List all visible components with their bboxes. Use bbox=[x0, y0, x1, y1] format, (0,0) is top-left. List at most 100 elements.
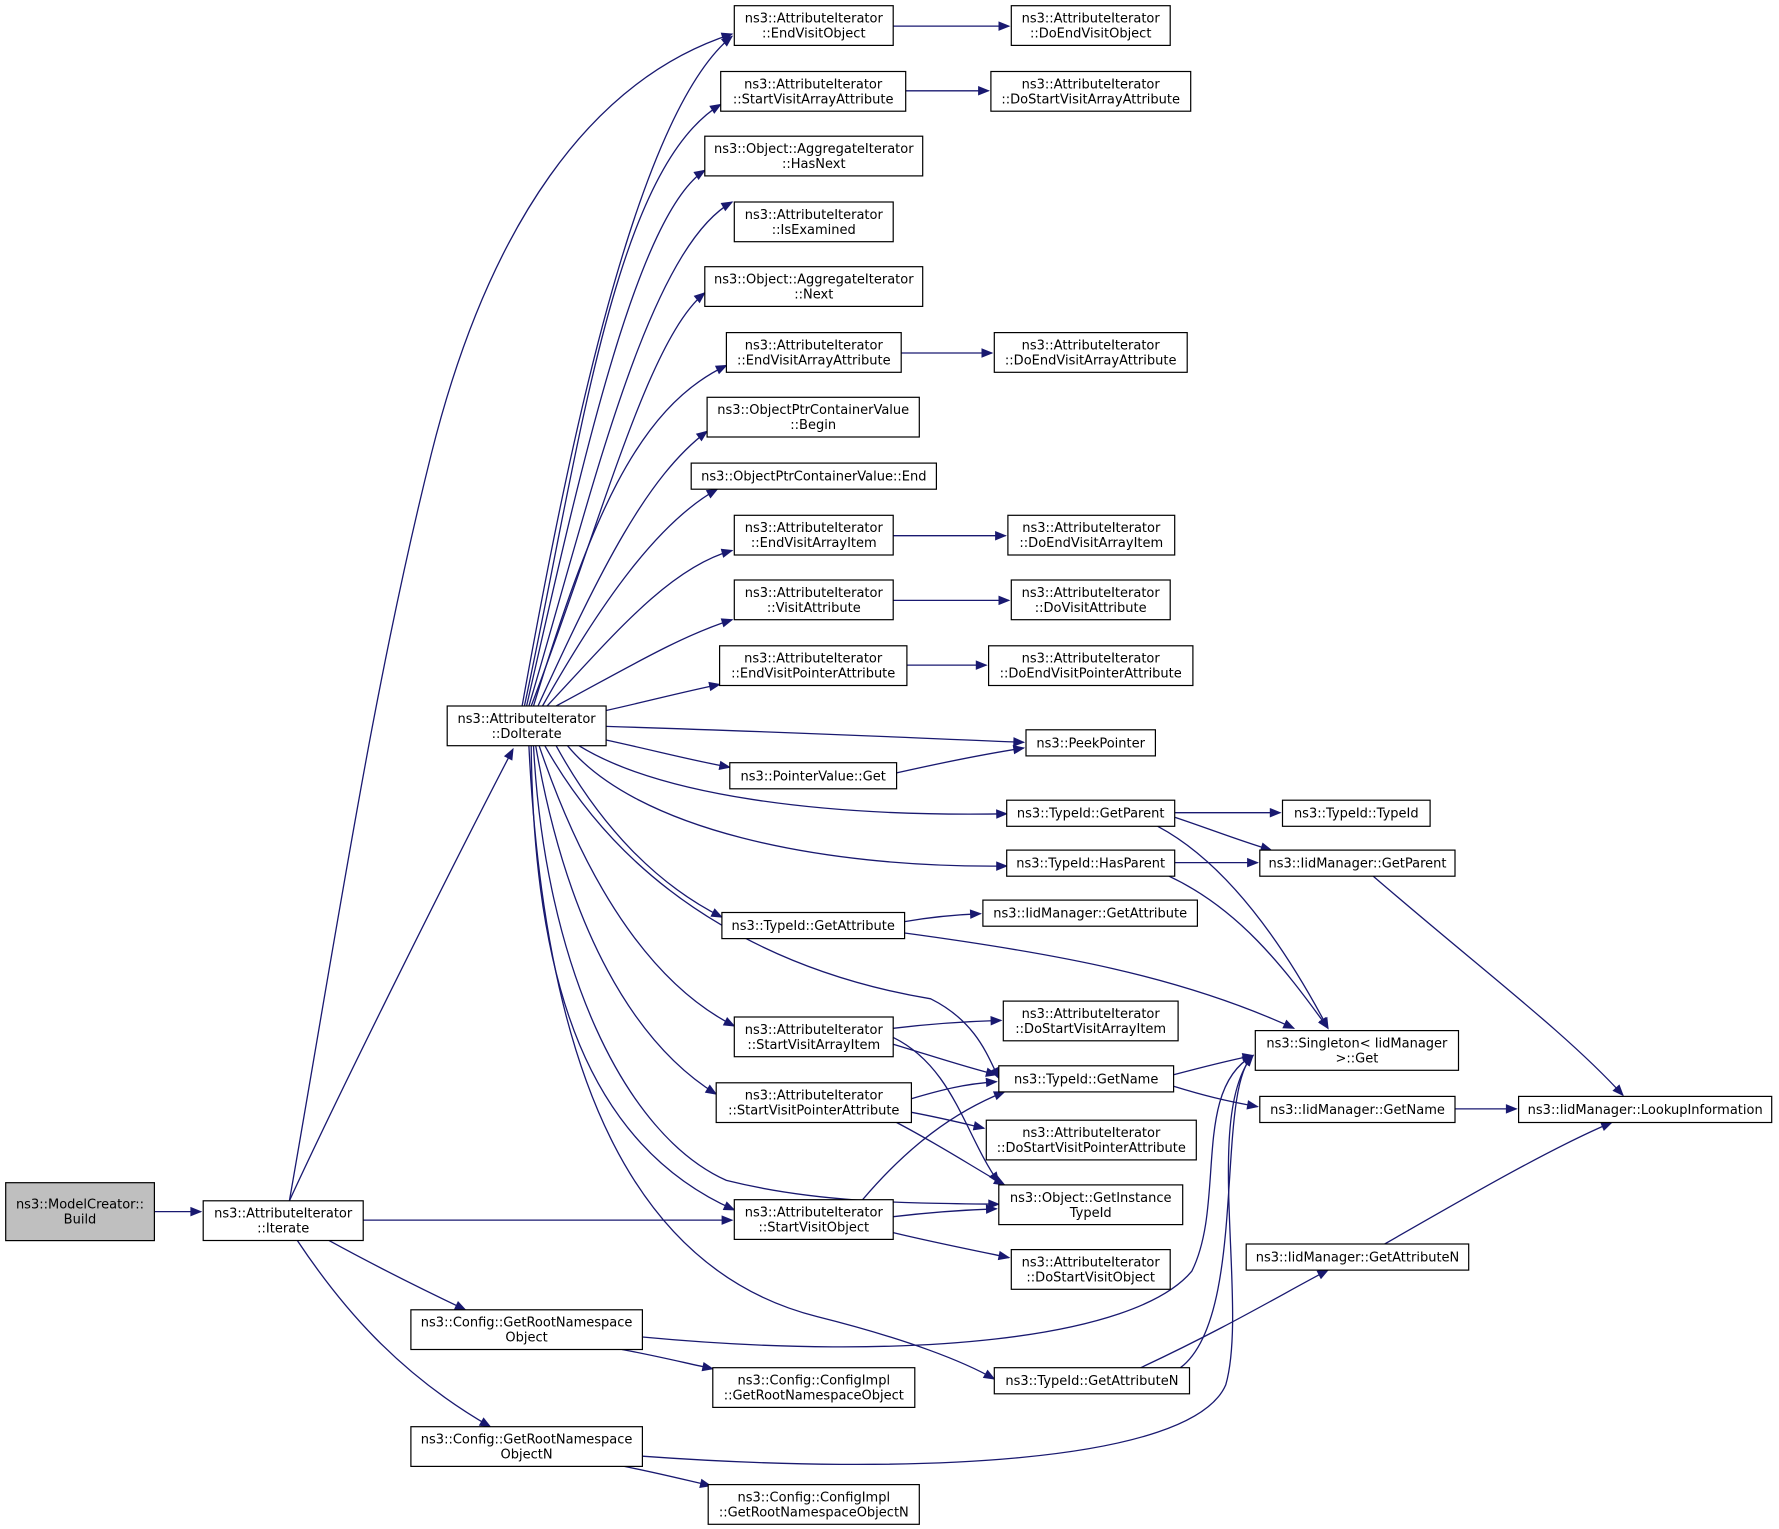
edge-line bbox=[1168, 875, 1329, 1029]
node-doiterate[interactable]: ns3::AttributeIterator::DoIterate bbox=[446, 705, 607, 747]
node-ti_getparent[interactable]: ns3::TypeId::GetParent bbox=[1006, 799, 1176, 827]
node-label-line: ::GetRootNamespaceObject bbox=[724, 1389, 904, 1404]
arrowhead-icon bbox=[709, 103, 722, 114]
edge-line bbox=[528, 745, 995, 1380]
node-ti_hasparent[interactable]: ns3::TypeId::HasParent bbox=[1006, 849, 1176, 877]
node-box bbox=[704, 266, 924, 308]
node-label-line: ns3::AttributeIterator bbox=[1022, 521, 1161, 536]
node-evaa[interactable]: ns3::AttributeIterator::EndVisitArrayAtt… bbox=[725, 332, 902, 373]
node-iid_getattrn[interactable]: ns3::IidManager::GetAttributeN bbox=[1245, 1243, 1470, 1271]
edge-iid_getparent-to-iid_lookup bbox=[1372, 875, 1624, 1097]
node-box bbox=[1254, 1029, 1460, 1071]
node-svaa[interactable]: ns3::AttributeIterator::StartVisitArrayA… bbox=[720, 70, 907, 112]
node-ci_grnon[interactable]: ns3::Config::ConfigImpl::GetRootNamespac… bbox=[707, 1483, 920, 1525]
arrowhead-icon bbox=[695, 430, 709, 442]
node-svo[interactable]: ns3::AttributeIterator::StartVisitObject bbox=[733, 1199, 894, 1240]
node-cfg_grno[interactable]: ns3::Config::GetRootNamespaceObject bbox=[410, 1309, 643, 1351]
node-box bbox=[1010, 5, 1171, 47]
node-cfg_grnon[interactable]: ns3::Config::GetRootNamespaceObjectN bbox=[410, 1426, 643, 1467]
edge-line bbox=[1180, 1055, 1254, 1369]
edge-doiterate-to-ti_hasparent bbox=[566, 745, 1009, 871]
node-ci_grno[interactable]: ns3::Config::ConfigImpl::GetRootNamespac… bbox=[712, 1367, 916, 1408]
arrowhead-icon bbox=[988, 1199, 1001, 1209]
node-label-line: ::DoEndVisitArrayItem bbox=[1019, 536, 1163, 551]
node-dsvaa[interactable]: ns3::AttributeIterator::DoStartVisitArra… bbox=[990, 70, 1192, 112]
edge-ti_getattrn-to-singleton_get bbox=[1180, 1054, 1255, 1369]
node-devai[interactable]: ns3::AttributeIterator::DoEndVisitArrayI… bbox=[1007, 514, 1176, 556]
edge-doiterate-to-va bbox=[555, 618, 734, 707]
edge-doiterate-to-svo bbox=[530, 745, 736, 1211]
node-iid_getattr[interactable]: ns3::IidManager::GetAttribute bbox=[982, 899, 1199, 927]
node-ti_typeid[interactable]: ns3::TypeId::TypeId bbox=[1281, 799, 1431, 827]
arrowhead-icon bbox=[995, 530, 1007, 541]
arrowhead-icon bbox=[978, 86, 990, 96]
node-dsvo[interactable]: ns3::AttributeIterator::DoStartVisitObje… bbox=[1010, 1248, 1171, 1290]
node-va[interactable]: ns3::AttributeIterator::VisitAttribute bbox=[733, 579, 894, 621]
node-dva[interactable]: ns3::AttributeIterator::DoVisitAttribute bbox=[1010, 579, 1171, 621]
edge-evaa-to-devaa bbox=[901, 348, 994, 358]
edge-iterate-to-cfg_grno bbox=[328, 1240, 467, 1311]
arrowhead-icon bbox=[721, 1215, 734, 1225]
arrowhead-icon bbox=[997, 1250, 1011, 1261]
node-devaa[interactable]: ns3::AttributeIterator::DoEndVisitArrayA… bbox=[993, 332, 1188, 373]
node-optr_begin[interactable]: ns3::ObjectPtrContainerValue::Begin bbox=[706, 396, 920, 438]
node-ti_getattrn[interactable]: ns3::TypeId::GetAttributeN bbox=[993, 1367, 1191, 1395]
node-dsvai[interactable]: ns3::AttributeIterator::DoStartVisitArra… bbox=[1002, 1000, 1179, 1042]
edge-ti_getattr-to-singleton_get bbox=[904, 932, 1296, 1029]
node-iid_lookup[interactable]: ns3::IidManager::LookupInformation bbox=[1517, 1095, 1773, 1124]
node-iid_getparent[interactable]: ns3::IidManager::GetParent bbox=[1259, 849, 1456, 877]
node-evpa[interactable]: ns3::AttributeIterator::EndVisitPointerA… bbox=[718, 645, 908, 687]
node-box bbox=[1002, 1000, 1179, 1042]
node-label-line: ::EndVisitObject bbox=[762, 27, 866, 42]
node-label-line: ns3::IidManager::GetParent bbox=[1268, 857, 1446, 872]
node-iid_getname[interactable]: ns3::IidManager::GetName bbox=[1259, 1095, 1456, 1124]
node-label-line: ns3::AttributeIterator bbox=[214, 1207, 353, 1222]
edge-line bbox=[566, 745, 1007, 867]
node-box bbox=[1517, 1095, 1773, 1124]
node-dsvpa[interactable]: ns3::AttributeIterator::DoStartVisitPoin… bbox=[985, 1119, 1197, 1161]
node-label-line: ns3::AttributeIterator bbox=[1022, 1007, 1161, 1022]
edge-iid_getname-to-iid_lookup bbox=[1455, 1104, 1518, 1114]
node-label-line: ns3::IidManager::LookupInformation bbox=[1528, 1103, 1763, 1118]
node-ti_getname[interactable]: ns3::TypeId::GetName bbox=[998, 1065, 1175, 1093]
arrowhead-icon bbox=[720, 35, 734, 47]
node-singleton_get[interactable]: ns3::Singleton< IidManager>::Get bbox=[1254, 1029, 1460, 1071]
edge-line bbox=[555, 619, 733, 707]
node-build[interactable]: ns3::ModelCreator::Build bbox=[5, 1182, 155, 1242]
node-svai[interactable]: ns3::AttributeIterator::StartVisitArrayI… bbox=[733, 1016, 894, 1058]
edge-iid_getattrn-to-iid_lookup bbox=[1384, 1121, 1613, 1245]
node-iterate[interactable]: ns3::AttributeIterator::Iterate bbox=[202, 1200, 364, 1242]
node-box bbox=[993, 332, 1188, 373]
node-pv_get[interactable]: ns3::PointerValue::Get bbox=[729, 762, 898, 790]
edge-doiterate-to-optr_begin bbox=[537, 430, 709, 707]
node-evai[interactable]: ns3::AttributeIterator::EndVisitArrayIte… bbox=[733, 514, 894, 556]
arrowhead-icon bbox=[704, 1084, 718, 1095]
edge-iterate-to-evo bbox=[288, 32, 734, 1201]
node-label-line: ns3::ObjectPtrContainerValue::End bbox=[701, 470, 926, 485]
node-box bbox=[721, 911, 906, 940]
node-peekpointer[interactable]: ns3::PeekPointer bbox=[1025, 729, 1156, 757]
node-label-line: ::DoStartVisitArrayAttribute bbox=[1001, 92, 1180, 107]
node-label-line: ::EndVisitArrayAttribute bbox=[737, 353, 891, 368]
node-optr_end[interactable]: ns3::ObjectPtrContainerValue::End bbox=[690, 462, 938, 490]
arrowhead-icon bbox=[985, 1067, 998, 1077]
node-devo[interactable]: ns3::AttributeIterator::DoEndVisitObject bbox=[1010, 5, 1171, 47]
edge-line bbox=[642, 1055, 1254, 1466]
edge-line bbox=[328, 1240, 466, 1311]
node-isexamined[interactable]: ns3::AttributeIterator::IsExamined bbox=[733, 201, 894, 243]
node-label-line: ::VisitAttribute bbox=[767, 601, 861, 616]
node-box bbox=[733, 1016, 894, 1058]
arrowhead-icon bbox=[1012, 744, 1026, 755]
arrowhead-icon bbox=[722, 1201, 736, 1211]
node-ti_getattr[interactable]: ns3::TypeId::GetAttribute bbox=[721, 911, 906, 940]
node-label-line: ns3::TypeId::GetName bbox=[1014, 1072, 1158, 1087]
node-agg_hasnext[interactable]: ns3::Object::AggregateIterator::HasNext bbox=[704, 135, 924, 177]
node-svpa[interactable]: ns3::AttributeIterator::StartVisitPointe… bbox=[715, 1082, 913, 1124]
node-box bbox=[982, 899, 1199, 927]
arrowhead-icon bbox=[710, 908, 724, 918]
node-agg_next[interactable]: ns3::Object::AggregateIterator::Next bbox=[704, 266, 924, 308]
node-evo[interactable]: ns3::AttributeIterator::EndVisitObject bbox=[733, 5, 894, 47]
edge-doiterate-to-evai bbox=[546, 548, 734, 707]
node-devpa[interactable]: ns3::AttributeIterator::DoEndVisitPointe… bbox=[987, 645, 1194, 687]
